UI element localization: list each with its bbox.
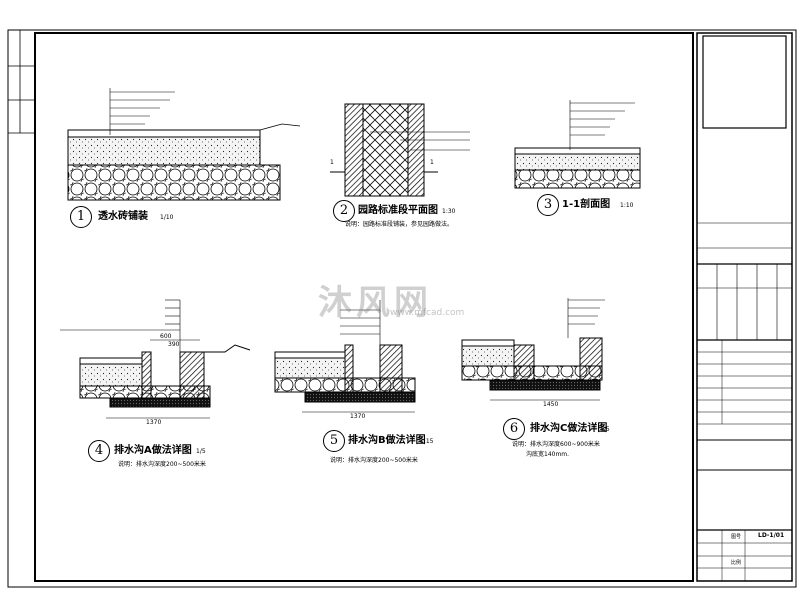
detail-2-number: 2 <box>333 200 355 222</box>
inner-frame <box>34 32 694 582</box>
detail-5-number: 5 <box>323 430 345 452</box>
detail-4-title: 排水沟A做法详图 <box>114 445 192 456</box>
detail-5-note: 说明：排水沟深度200~500米米 <box>330 457 418 464</box>
detail-1-scale: 1/10 <box>160 214 174 221</box>
detail-1-title: 透水砖铺装 <box>98 211 148 222</box>
detail-6-section <box>461 298 605 401</box>
section-mark-right: 1 <box>430 159 434 166</box>
detail-4-dim-total: 1370 <box>146 419 162 426</box>
detail-4-note: 说明：排水沟深度200~500米米 <box>118 461 206 468</box>
title-block <box>696 32 793 582</box>
detail-2-note: 说明：园路标准段铺装，参见园路做法。 <box>345 221 454 228</box>
watermark-url: www.mfcad.com <box>390 308 465 318</box>
detail-4-dim-b: 390 <box>168 341 180 348</box>
detail-5-section <box>274 300 416 413</box>
detail-3-section <box>514 100 641 189</box>
detail-3-scale: 1:10 <box>620 202 634 209</box>
detail-4-scale: 1/5 <box>196 448 206 455</box>
detail-6-title: 排水沟C做法详图 <box>530 423 608 434</box>
scale-label: 比例 <box>731 560 742 566</box>
sheet-number-label: 图号 <box>731 534 742 540</box>
drawing-number: LD-1/01 <box>758 532 785 539</box>
detail-4-dim-a: 600 <box>160 333 172 340</box>
detail-5-title: 排水沟B做法详图 <box>348 435 426 446</box>
detail-6-dim-total: 1450 <box>543 401 559 408</box>
detail-3-title: 1-1剖面图 <box>562 199 611 210</box>
section-mark-left: 1 <box>330 159 334 166</box>
detail-6-note-1: 说明：排水沟深度600~900米米 <box>512 441 600 448</box>
detail-2-title: 园路标准段平面图 <box>358 205 438 216</box>
detail-3-number: 3 <box>537 194 559 216</box>
detail-2-plan <box>330 103 470 197</box>
watermark-logo: 沐风网 <box>318 283 432 323</box>
detail-4-section <box>60 299 251 419</box>
detail-4-number: 4 <box>88 440 110 462</box>
outer-border <box>7 29 797 588</box>
detail-6-number: 6 <box>503 418 525 440</box>
detail-1-number: 1 <box>70 206 92 228</box>
detail-1-section <box>67 88 301 201</box>
detail-6-scale: 1/5 <box>600 426 610 433</box>
binding-strip <box>8 30 35 134</box>
detail-2-scale: 1:30 <box>442 208 456 215</box>
detail-5-scale: 1:15 <box>420 438 434 445</box>
detail-5-dim-total: 1370 <box>350 413 366 420</box>
detail-6-note-2: 沟底宽140mm. <box>526 451 570 458</box>
